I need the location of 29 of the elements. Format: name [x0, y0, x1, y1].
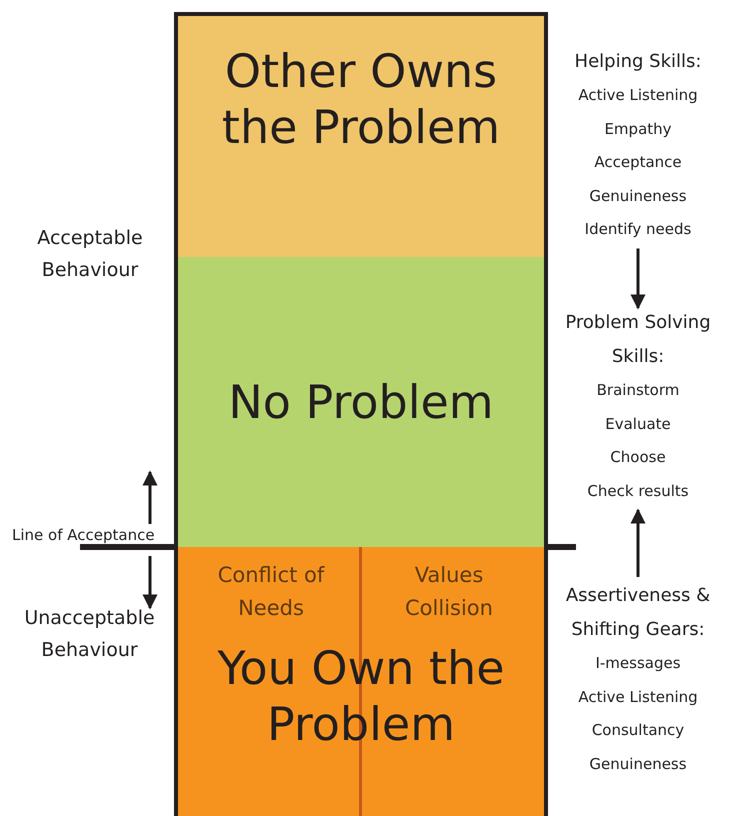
skill-item: Choose: [609, 447, 667, 468]
skill-item: Genuineness: [588, 186, 688, 206]
skill-item: Active Listening: [577, 85, 699, 106]
skill-item: I-messages: [594, 653, 682, 674]
problem-zone: [174, 257, 548, 547]
arrow: [630, 508, 646, 577]
skill-item: Identify needs: [584, 219, 692, 240]
skill-item: Genuineness: [588, 754, 688, 774]
zone-title: You Own the Problem: [216, 640, 506, 752]
skill-item: Evaluate: [604, 414, 672, 434]
skill-item: Active Listening: [577, 686, 699, 708]
subzone-label: Values Collision: [404, 562, 494, 622]
problem-zone: [174, 547, 548, 816]
skill-heading: Assertiveness & Shifting Gears:: [564, 584, 712, 642]
subzone-label: Conflict of Needs: [216, 562, 326, 622]
arrow: [630, 248, 646, 310]
skill-heading: Problem Solving Skills:: [564, 311, 712, 369]
behaviour-label: Acceptable Behaviour: [36, 226, 144, 283]
skill-item: Check results: [586, 480, 690, 502]
skill-item: Acceptance: [593, 152, 683, 173]
problem-zone: [174, 12, 548, 257]
skill-heading: Helping Skills:: [574, 50, 702, 74]
zone-title: No Problem: [227, 374, 495, 430]
line-label: Line of Acceptance: [12, 525, 156, 546]
skill-item: Empathy: [603, 118, 673, 140]
skill-item: Brainstorm: [596, 380, 680, 401]
behaviour-label: Unacceptable Behaviour: [23, 606, 156, 663]
zone-title: Other Owns the Problem: [220, 43, 502, 155]
skill-item: Consultancy: [590, 720, 686, 741]
